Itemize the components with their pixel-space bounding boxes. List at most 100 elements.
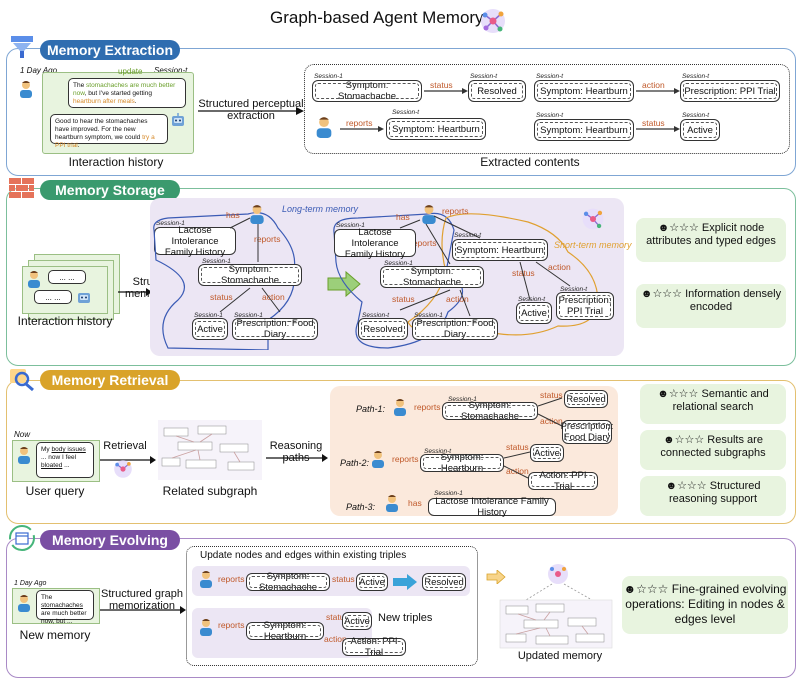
session-label: Session-1: [414, 312, 443, 319]
user-avatar-icon: [200, 619, 212, 636]
rating-icon: ☻☆☆☆: [623, 582, 669, 596]
node-lactose-history: Lactose Intolerance Family History: [154, 225, 236, 258]
relation-status: status: [540, 390, 563, 400]
robot-icon: [172, 113, 184, 126]
relation-reports: reports: [410, 238, 437, 248]
edge-lines: [399, 215, 571, 317]
updated-memory-image: [499, 564, 613, 649]
session-label: Session-t: [454, 232, 482, 239]
node-symptom-heartburn: Symptom: Heartburn: [386, 118, 486, 140]
session-label: Session-1: [336, 222, 365, 229]
session-label: Session-t: [518, 296, 546, 303]
network-logo-icon: [582, 208, 604, 230]
node-active: Active: [356, 573, 388, 591]
benefit-card: ☻☆☆☆ Explicit node attributes and typed …: [636, 218, 786, 262]
node-resolved: Resolved: [564, 390, 608, 408]
node-prescription-diary: Prescription: Food Diary: [560, 420, 614, 444]
page-title: Graph-based Agent Memory: [270, 8, 484, 27]
brick-wall-icon: [9, 178, 34, 198]
edge-lines: [219, 217, 281, 313]
session-label: Session-t: [424, 448, 452, 455]
funnel-icon: [11, 36, 33, 58]
session-label: Session-1: [194, 312, 223, 319]
retrieval-arrow-label: Retrieval: [103, 440, 147, 452]
chat-bubble: ... ...: [34, 290, 72, 304]
node-resolved: Resolved: [468, 80, 526, 102]
storage-section: [6, 188, 796, 366]
relation-reports: reports: [346, 118, 373, 128]
session-label: Session-t: [392, 109, 420, 116]
node-active: Active: [342, 612, 372, 630]
next-arrow-icon: [486, 570, 506, 584]
relation-status: status: [326, 612, 349, 622]
node-action-ppi: Action: PPI Trial: [342, 636, 406, 658]
edge-arrow: [340, 126, 384, 132]
evolving-header: Memory Evolving: [40, 530, 180, 550]
node-symptom-stomachache: Symptom: Stomachache: [198, 264, 302, 286]
relation-reports: reports: [392, 454, 419, 464]
node-prescription-ppi: Prescription: PPI Trial: [556, 292, 614, 320]
user-avatar-icon: [200, 571, 212, 588]
robot-icon: [78, 293, 90, 303]
benefit-card: ☻☆☆☆ Structured reasoning support: [640, 476, 786, 516]
benefit-card: ☻☆☆☆ Fine-grained evolving operations: E…: [622, 576, 788, 634]
relation-status: status: [210, 292, 233, 302]
retrieval-arrow: [100, 456, 156, 464]
user-avatar-icon: [316, 117, 332, 138]
relation-action: action: [324, 634, 347, 644]
user-avatar-icon: [394, 399, 406, 416]
relation-reports: reports: [218, 574, 245, 584]
update-arrow-icon: [393, 574, 417, 590]
node-action-ppi: Action: PPI Trial: [528, 470, 598, 492]
memory-bubble: The stomachaches are much better now, bu…: [36, 590, 94, 625]
storage-arrow: [118, 288, 152, 296]
node-symptom-heartburn: Symptom: Heartburn: [420, 452, 504, 474]
node-symptom-heartburn: Symptom: Heartburn: [534, 80, 634, 102]
new-triples-label: New triples: [378, 612, 433, 624]
relation-reports: reports: [442, 206, 469, 216]
transform-arrow-icon: [327, 270, 361, 298]
session-label: Session-1: [156, 220, 185, 227]
node-symptom-stomachache: Symptom: Stomachache: [246, 571, 330, 593]
calendar-refresh-icon: [9, 525, 35, 551]
node-symptom-heartburn: Symptom: Heartburn: [452, 239, 548, 261]
rating-icon: ☻☆☆☆: [665, 480, 707, 492]
benefit-card: ☻☆☆☆ Results are connected subgraphs: [640, 430, 786, 470]
related-subgraph-image: [158, 420, 262, 480]
user-avatar-icon: [18, 595, 30, 612]
user-avatar-icon: [28, 271, 40, 288]
session-label: Session-1: [434, 490, 463, 497]
node-active: Active: [680, 119, 720, 141]
node-symptom-heartburn: Symptom: Heartburn: [246, 620, 324, 642]
node-symptom-stomachache: Symptom: Stomachache: [380, 266, 484, 288]
update-title: Update nodes and edges within existing t…: [200, 550, 407, 561]
session-label: Session-t: [682, 73, 710, 80]
interaction-history-label: Interaction history: [17, 314, 113, 328]
relation-reports: reports: [218, 620, 245, 630]
relation-has: has: [408, 498, 422, 508]
session-t-label: Session-t: [154, 66, 188, 75]
node-active: Active: [192, 318, 228, 340]
relation-status: status: [392, 294, 415, 304]
node-lactose-history: Lactose Intolerance Family History: [334, 227, 416, 260]
rating-icon: ☻☆☆☆: [657, 222, 699, 234]
session-label: Session-1: [314, 73, 343, 80]
long-term-memory-label: Long-term memory: [282, 204, 359, 214]
relation-status: status: [506, 442, 529, 452]
day-ago-label: 1 Day Ago: [14, 580, 47, 587]
user-query-label: User query: [25, 484, 85, 498]
node-symptom-stomachache: Symptom: Stomachache: [312, 80, 422, 102]
session-label: Session-t: [682, 112, 710, 119]
session-label: Session-t: [470, 73, 498, 80]
extraction-arrow-label: Structured perceptual extraction: [198, 98, 304, 122]
session-label: Session-t: [536, 73, 564, 80]
edge-arrow: [636, 88, 680, 94]
extracted-contents-box: [304, 64, 790, 154]
path-edges: [503, 397, 563, 479]
extraction-section: [6, 48, 796, 176]
node-prescription-diary: Prescription: Food Diary: [412, 318, 498, 340]
day-ago-label: 1 Day Ago: [20, 66, 58, 75]
new-memory-label: New memory: [19, 628, 91, 642]
now-label: Now: [14, 430, 31, 439]
update-panel: [186, 546, 478, 666]
